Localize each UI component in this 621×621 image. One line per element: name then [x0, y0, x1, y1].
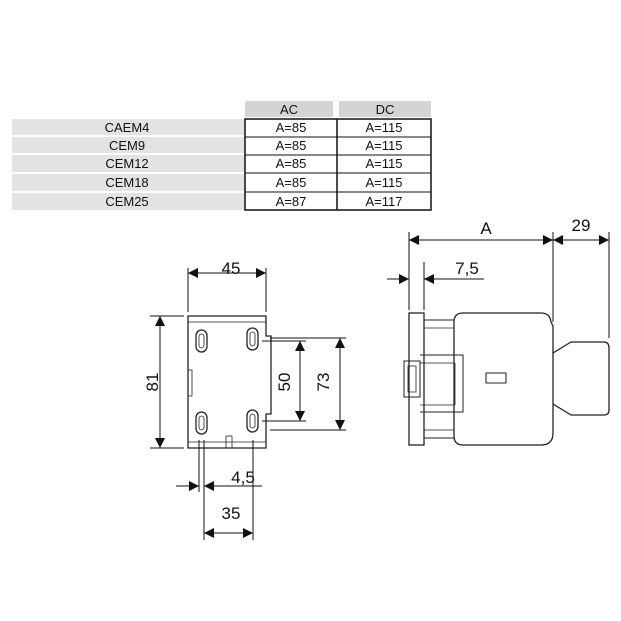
model-name: CAEM4 — [105, 120, 150, 135]
ac-value: A=85 — [276, 120, 307, 135]
dim-label-4-5: 4,5 — [231, 468, 255, 487]
model-name: CEM18 — [105, 175, 148, 190]
table-row: CAEM4 A=85 A=115 — [105, 120, 403, 135]
table-row: CEM18 A=85 A=115 — [105, 175, 402, 190]
ac-value: A=85 — [276, 156, 307, 171]
front-step — [225, 436, 233, 448]
dc-value: A=115 — [366, 156, 403, 171]
dim-label-7-5: 7,5 — [455, 259, 479, 278]
header-cell-ac-bg — [245, 101, 333, 117]
dim-label-50: 50 — [275, 373, 294, 392]
table-row: CEM9 A=85 A=115 — [109, 138, 403, 153]
dc-value: A=117 — [366, 194, 403, 209]
dim-label-81: 81 — [143, 373, 162, 392]
model-name: CEM9 — [109, 138, 145, 153]
indicator-window — [485, 372, 507, 384]
aux-module — [552, 341, 610, 416]
side-dimensions — [387, 232, 610, 338]
dim-label-29: 29 — [572, 216, 591, 235]
dim-label-45: 45 — [222, 259, 241, 278]
side-base-plate — [408, 312, 425, 446]
side-view — [403, 312, 610, 446]
ac-value: A=85 — [276, 175, 307, 190]
mounting-slot — [195, 411, 208, 435]
front-dimensions — [150, 268, 346, 540]
dc-value: A=115 — [366, 138, 403, 153]
header-cell-dc-bg — [339, 101, 431, 117]
side-mid-block — [423, 319, 455, 439]
model-name: CEM25 — [105, 194, 148, 209]
mounting-slot — [246, 327, 259, 351]
mounting-slot — [195, 329, 208, 353]
mounting-slot — [246, 409, 259, 433]
value-grid — [244, 118, 432, 211]
model-dimension-table: AC DC CAEM4 A=85 A=115 CEM9 A=85 A=115 C… — [12, 101, 432, 211]
table-row: CEM25 A=87 A=117 — [105, 194, 402, 209]
front-body-outline — [187, 315, 272, 449]
dc-value: A=115 — [366, 175, 403, 190]
dim-label-a: A — [480, 219, 492, 238]
dim-label-73: 73 — [314, 373, 333, 392]
front-view — [187, 315, 272, 449]
table-row: CEM12 A=85 A=115 — [105, 156, 402, 171]
header-ac: AC — [280, 102, 298, 117]
ac-value: A=85 — [276, 138, 307, 153]
ac-value: A=87 — [276, 194, 307, 209]
side-clip-frame — [420, 354, 464, 413]
header-dc: DC — [376, 102, 395, 117]
dc-value: A=115 — [366, 120, 403, 135]
front-notch — [188, 369, 193, 397]
side-housing — [453, 312, 554, 446]
din-clip — [403, 360, 421, 398]
dim-label-35: 35 — [222, 504, 241, 523]
model-name: CEM12 — [105, 156, 148, 171]
